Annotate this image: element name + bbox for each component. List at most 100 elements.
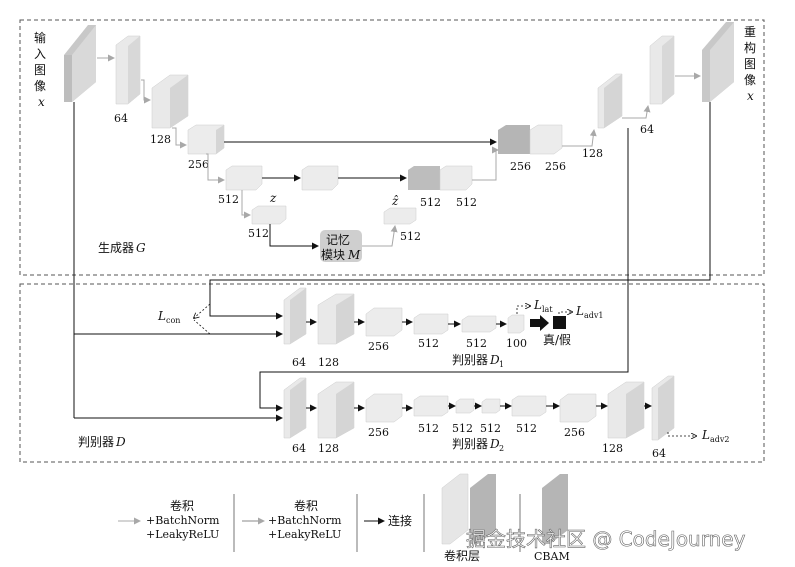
output-image-block bbox=[702, 22, 734, 102]
dec-label-64: 64 bbox=[640, 123, 654, 136]
d2-block-64 bbox=[283, 377, 307, 439]
fat-arrow-icon bbox=[530, 315, 549, 331]
dec-label-256b: 256 bbox=[545, 160, 566, 173]
d2-label-512a: 512 bbox=[418, 422, 439, 435]
dec-block-256-concat bbox=[498, 124, 563, 155]
legend-item3: 连接 bbox=[388, 513, 412, 528]
legend-item2-line3: +LeakyReLU bbox=[268, 528, 341, 541]
l-con-sub: con bbox=[166, 316, 180, 325]
l-con-dashed-arrows bbox=[194, 303, 211, 335]
memory-module bbox=[320, 230, 362, 262]
l-adv2-arrow bbox=[667, 432, 696, 436]
z-label: z bbox=[269, 191, 277, 205]
d2-label-256a: 256 bbox=[368, 426, 389, 439]
output-square bbox=[553, 316, 566, 329]
d1-block-64 bbox=[283, 287, 307, 345]
d1-block-100 bbox=[507, 314, 525, 334]
legend-item4: 卷积层 bbox=[444, 548, 480, 563]
mid-block-512 bbox=[301, 165, 339, 191]
generator-concat-arrows bbox=[224, 138, 497, 250]
legend-item1-line2: +BatchNorm bbox=[146, 514, 220, 527]
real-fake-label: 真/假 bbox=[543, 333, 571, 347]
enc-block-512a bbox=[225, 165, 263, 191]
cross-connectors bbox=[73, 102, 711, 422]
dec-label-512a: 512 bbox=[420, 196, 441, 209]
d1-block-256 bbox=[365, 307, 403, 337]
discriminator-title-var: D bbox=[115, 435, 126, 449]
d2-block-64b bbox=[651, 375, 675, 441]
enc-label-64: 64 bbox=[114, 112, 128, 125]
d2-arrows bbox=[306, 402, 652, 412]
discriminator-title: 判别器 bbox=[78, 435, 114, 449]
enc-label-128: 128 bbox=[150, 133, 171, 146]
input-label-2: 入 bbox=[34, 47, 46, 61]
d1-label-512b: 512 bbox=[466, 337, 487, 350]
enc-block-128 bbox=[151, 74, 189, 129]
d2-label-256b: 256 bbox=[564, 426, 585, 439]
d1-label-256: 256 bbox=[368, 340, 389, 353]
legend-item2-line1: 卷积 bbox=[294, 498, 318, 513]
output-label-2: 构 bbox=[744, 40, 756, 55]
d2-label-64b: 64 bbox=[652, 447, 666, 460]
enc-label-512b: 512 bbox=[248, 227, 269, 240]
l-adv1-arrow bbox=[558, 312, 572, 314]
enc-label-512a: 512 bbox=[218, 193, 239, 206]
l-lat: L bbox=[533, 298, 542, 312]
d2-block-512c bbox=[481, 398, 501, 414]
enc-label-256: 256 bbox=[188, 158, 209, 171]
generator-frame bbox=[19, 19, 765, 276]
input-label-1: 输 bbox=[34, 30, 46, 45]
d2-label-512d: 512 bbox=[516, 422, 537, 435]
l-adv2: L bbox=[701, 428, 710, 442]
memory-label-1: 记忆 bbox=[326, 233, 350, 247]
l-lat-arrow bbox=[516, 306, 530, 314]
d2-name-var: D bbox=[489, 437, 500, 451]
output-var: x bbox=[747, 89, 754, 103]
output-label-3: 图 bbox=[744, 57, 756, 71]
d1-block-512b bbox=[461, 315, 497, 333]
d2-block-512b bbox=[455, 398, 475, 414]
l-adv1-sub: adv1 bbox=[584, 311, 604, 320]
enc-block-256 bbox=[187, 124, 225, 155]
legend-cbam-icon bbox=[542, 474, 568, 544]
generator-title-var: G bbox=[136, 241, 146, 255]
d2-label-512c: 512 bbox=[480, 422, 501, 435]
legend-item5: CBAM bbox=[534, 550, 570, 563]
d1-name-var: D bbox=[489, 353, 500, 367]
input-image-block bbox=[64, 25, 96, 102]
enc-block-64 bbox=[115, 35, 141, 105]
dec-block-64 bbox=[649, 35, 675, 105]
d1-arrows bbox=[306, 318, 507, 328]
d1-name-sub: 1 bbox=[499, 360, 504, 369]
l-adv1: L bbox=[575, 304, 584, 318]
d2-block-128b bbox=[607, 381, 645, 439]
d2-block-512d bbox=[511, 395, 547, 417]
l-adv2-sub: adv2 bbox=[710, 435, 730, 444]
legend: 卷积 +BatchNorm +LeakyReLU 卷积 +BatchNorm +… bbox=[118, 473, 570, 563]
d2-block-256b bbox=[559, 393, 597, 423]
d1-label-100: 100 bbox=[506, 337, 527, 350]
watermark: 掘金技术社区 @ CodeJourney bbox=[466, 527, 746, 551]
generator-title: 生成器 bbox=[98, 241, 134, 255]
generator-gray-arrows bbox=[97, 54, 701, 247]
legend-item1-line1: 卷积 bbox=[170, 498, 194, 513]
dec-label-128: 128 bbox=[582, 147, 603, 160]
memory-var: M bbox=[347, 248, 361, 262]
input-label-3: 图 bbox=[34, 63, 46, 77]
l-con: L bbox=[157, 309, 166, 323]
dec-label-256a: 256 bbox=[510, 160, 531, 173]
memory-label-2: 模块 bbox=[321, 248, 345, 262]
d2-name-sub: 2 bbox=[499, 444, 504, 453]
d1-name: 判别器 bbox=[452, 353, 488, 367]
d2-block-512a bbox=[413, 395, 449, 417]
legend-item1-line3: +LeakyReLU bbox=[146, 528, 219, 541]
dec-block-128 bbox=[597, 73, 623, 129]
d2-label-128b: 128 bbox=[602, 442, 623, 455]
zhat-block bbox=[383, 207, 417, 225]
memory-out-label: 512 bbox=[400, 230, 421, 243]
d2-label-128: 128 bbox=[318, 442, 339, 455]
input-label-4: 像 bbox=[34, 79, 46, 93]
legend-item2-line2: +BatchNorm bbox=[268, 514, 342, 527]
legend-conv-layer-icon bbox=[441, 473, 496, 545]
d2-label-512b: 512 bbox=[452, 422, 473, 435]
